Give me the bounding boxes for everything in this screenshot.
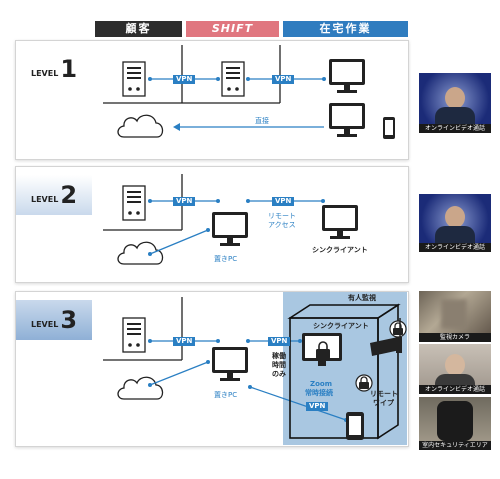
person-avatar [445, 206, 465, 228]
remote-wipe-label: リモート [370, 390, 398, 398]
surveillance-camera-thumbnail: 監視カメラ [419, 291, 491, 342]
level-prefix: LEVEL [30, 194, 59, 204]
operating-hours-label: のみ [272, 370, 286, 378]
thumbnail-caption: オンラインビデオ通話 [419, 243, 491, 252]
level-2-tab: LEVEL 2 [16, 175, 92, 215]
lock-icon [355, 374, 373, 392]
customer-server-icon [122, 317, 146, 353]
video-call-thumbnail: オンラインビデオ通話 [419, 194, 491, 252]
lock-icon [389, 320, 407, 338]
remote-work-header: 在宅作業 [283, 21, 408, 37]
remote-access-label: リモート [268, 212, 296, 220]
level-prefix: LEVEL [30, 319, 59, 329]
remote-access-label: アクセス [268, 221, 296, 229]
thumbnail-caption: 監視カメラ [419, 333, 491, 342]
shift-server-icon [221, 61, 245, 97]
thumbnail-caption: オンラインビデオ通話 [419, 124, 491, 133]
thin-client-label: シンクライアント [313, 322, 369, 330]
thin-client-icon [322, 205, 358, 239]
level-3-tab: LEVEL 3 [16, 300, 92, 340]
level-number: 3 [60, 306, 78, 334]
operating-hours-label: 稼働 [272, 352, 286, 360]
thumbnail-caption: オンラインビデオ通話 [419, 385, 491, 394]
vpn-label: VPN [173, 337, 196, 346]
vpn-label: VPN [268, 337, 291, 346]
vpn-label: VPN [272, 197, 295, 206]
level-prefix: LEVEL [30, 68, 59, 78]
remote-pc-icon [329, 59, 365, 93]
shift-header: SHIFT [186, 21, 279, 37]
vpn-label: VPN [272, 75, 295, 84]
level-3-diagram [103, 297, 407, 440]
operating-hours-label: 時間 [272, 361, 286, 369]
zoom-label: Zoom [310, 380, 332, 388]
person-avatar [445, 354, 465, 376]
placed-pc-label: 置きPC [214, 391, 238, 399]
zoom-label: 常時接続 [305, 389, 333, 397]
placed-pc-label: 置きPC [214, 255, 238, 263]
remote-wipe-label: ワイプ [373, 399, 394, 407]
customer-server-icon [122, 61, 146, 97]
level-number: 1 [60, 55, 78, 83]
level-number: 2 [60, 181, 78, 209]
direct-label: 直接 [255, 117, 269, 125]
cloud-icon [117, 241, 164, 265]
person-avatar [445, 87, 465, 109]
security-area-thumbnail: 室内セキュリティエリア [419, 397, 491, 450]
staffed-monitoring-label: 有人監視 [348, 294, 376, 302]
customer-header: 顧客 [95, 21, 182, 37]
lock-icon [316, 341, 330, 359]
security-camera-icon [370, 318, 402, 356]
cloud-icon [117, 376, 164, 400]
level-1-tab: LEVEL 1 [16, 49, 92, 89]
vpn-label: VPN [173, 75, 196, 84]
video-call-thumbnail: オンラインビデオ通話 [419, 344, 491, 394]
vpn-label: VPN [173, 197, 196, 206]
thin-client-label: シンクライアント [312, 246, 368, 254]
level-1-diagram [103, 45, 395, 139]
secure-room-box [287, 303, 401, 440]
thumbnail-caption: 室内セキュリティエリア [419, 441, 491, 450]
remote-pc-icon [329, 103, 365, 137]
vpn-label: VPN [306, 402, 329, 411]
cloud-icon [117, 114, 164, 138]
video-call-thumbnail: オンラインビデオ通話 [419, 73, 491, 133]
customer-server-icon [122, 185, 146, 221]
placed-pc-icon [212, 347, 248, 381]
placed-pc-icon [212, 212, 248, 246]
